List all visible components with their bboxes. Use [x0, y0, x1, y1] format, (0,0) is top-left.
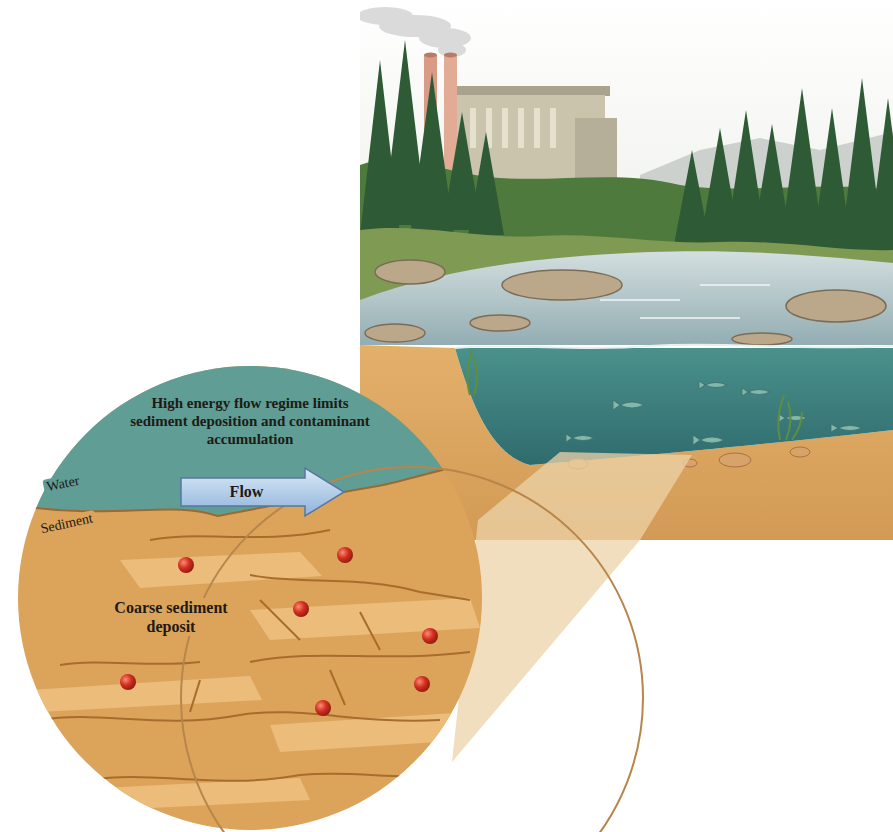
- rocks: [470, 315, 530, 331]
- water-plants: [778, 395, 784, 440]
- sky: [360, 0, 893, 345]
- sediment-cracks: [250, 575, 470, 600]
- inset-sediment: [18, 366, 482, 830]
- contaminant-particles: [178, 557, 194, 573]
- power-plant: [450, 86, 610, 96]
- inset-circle: Flow High energy flow regime limits sedim…: [18, 366, 482, 830]
- conifers: [866, 98, 893, 270]
- water-label: Water: [42, 472, 84, 497]
- rocks: [375, 260, 445, 284]
- rocks: [365, 324, 425, 342]
- reflections: [600, 285, 770, 318]
- smoke: [360, 7, 471, 57]
- pebbles: [790, 447, 810, 457]
- fish: [742, 388, 770, 396]
- rocks: [732, 333, 792, 345]
- sediment-cracks: [40, 530, 470, 781]
- inset-rim: [181, 467, 643, 832]
- contaminant-particles: [120, 674, 136, 690]
- smoke: [438, 43, 466, 57]
- magnifier-beam: [452, 452, 692, 762]
- flow-label: Flow: [230, 482, 264, 501]
- fish: [613, 400, 644, 410]
- pebbles: [719, 453, 751, 467]
- contaminant-particles: [315, 700, 331, 716]
- river-water: [455, 348, 893, 465]
- sediment-cracks: [150, 530, 330, 540]
- water-plants: [792, 412, 802, 440]
- sediment-layers: [120, 552, 322, 588]
- water-plants: [786, 402, 791, 440]
- fish: [566, 434, 594, 442]
- water-plants: [474, 357, 477, 395]
- water-plants: [467, 350, 802, 440]
- fish: [693, 435, 724, 445]
- sediment-cracks: [250, 652, 470, 662]
- river-surface: [360, 251, 893, 345]
- fish: [831, 424, 862, 432]
- power-plant: [470, 108, 556, 148]
- inset-water: [18, 366, 482, 516]
- rocks: [502, 270, 622, 300]
- power-plant: [444, 55, 457, 170]
- sediment-cracks: [60, 662, 200, 665]
- smoke: [360, 7, 413, 25]
- sediment-layers: [250, 598, 480, 640]
- reflections: [600, 299, 680, 301]
- arrow-body: [181, 468, 344, 516]
- fish: [699, 381, 727, 389]
- deposit-label: Coarse sediment deposit: [98, 598, 244, 636]
- conifers: [468, 132, 504, 235]
- rocks: [786, 290, 886, 322]
- sediment-cracks: [90, 774, 430, 781]
- fish: [566, 381, 862, 445]
- power-plant: [444, 53, 457, 58]
- sediment-cracks: [360, 612, 380, 650]
- contaminant-particles: [414, 676, 430, 692]
- contaminant-particles: [293, 601, 309, 617]
- water-plants: [467, 350, 472, 395]
- sediment-water-interface: [18, 461, 482, 516]
- power-plant: [534, 108, 540, 148]
- contaminant-particles: [422, 628, 438, 644]
- reflections: [700, 284, 770, 286]
- sediment-layers: [60, 778, 310, 812]
- flow-arrow: Flow: [180, 466, 345, 518]
- power-plant: [550, 108, 556, 148]
- sediment-cracks: [40, 712, 440, 721]
- inset-cross-section: [18, 366, 482, 830]
- sediment-layers: [30, 676, 262, 712]
- contaminant-particles: [337, 547, 353, 563]
- sediment-layers: [30, 552, 480, 812]
- power-plant: [502, 108, 508, 148]
- power-plant: [518, 108, 524, 148]
- rocks: [365, 260, 886, 345]
- power-plant: [424, 53, 437, 58]
- reflections: [640, 317, 740, 319]
- inset-heading: High energy flow regime limits sediment …: [130, 394, 370, 448]
- sediment-cracks: [330, 670, 345, 705]
- sediment-cracks: [190, 680, 200, 712]
- sediment-label: Sediment: [36, 510, 97, 539]
- water-line: [455, 345, 893, 349]
- power-plant: [470, 108, 476, 148]
